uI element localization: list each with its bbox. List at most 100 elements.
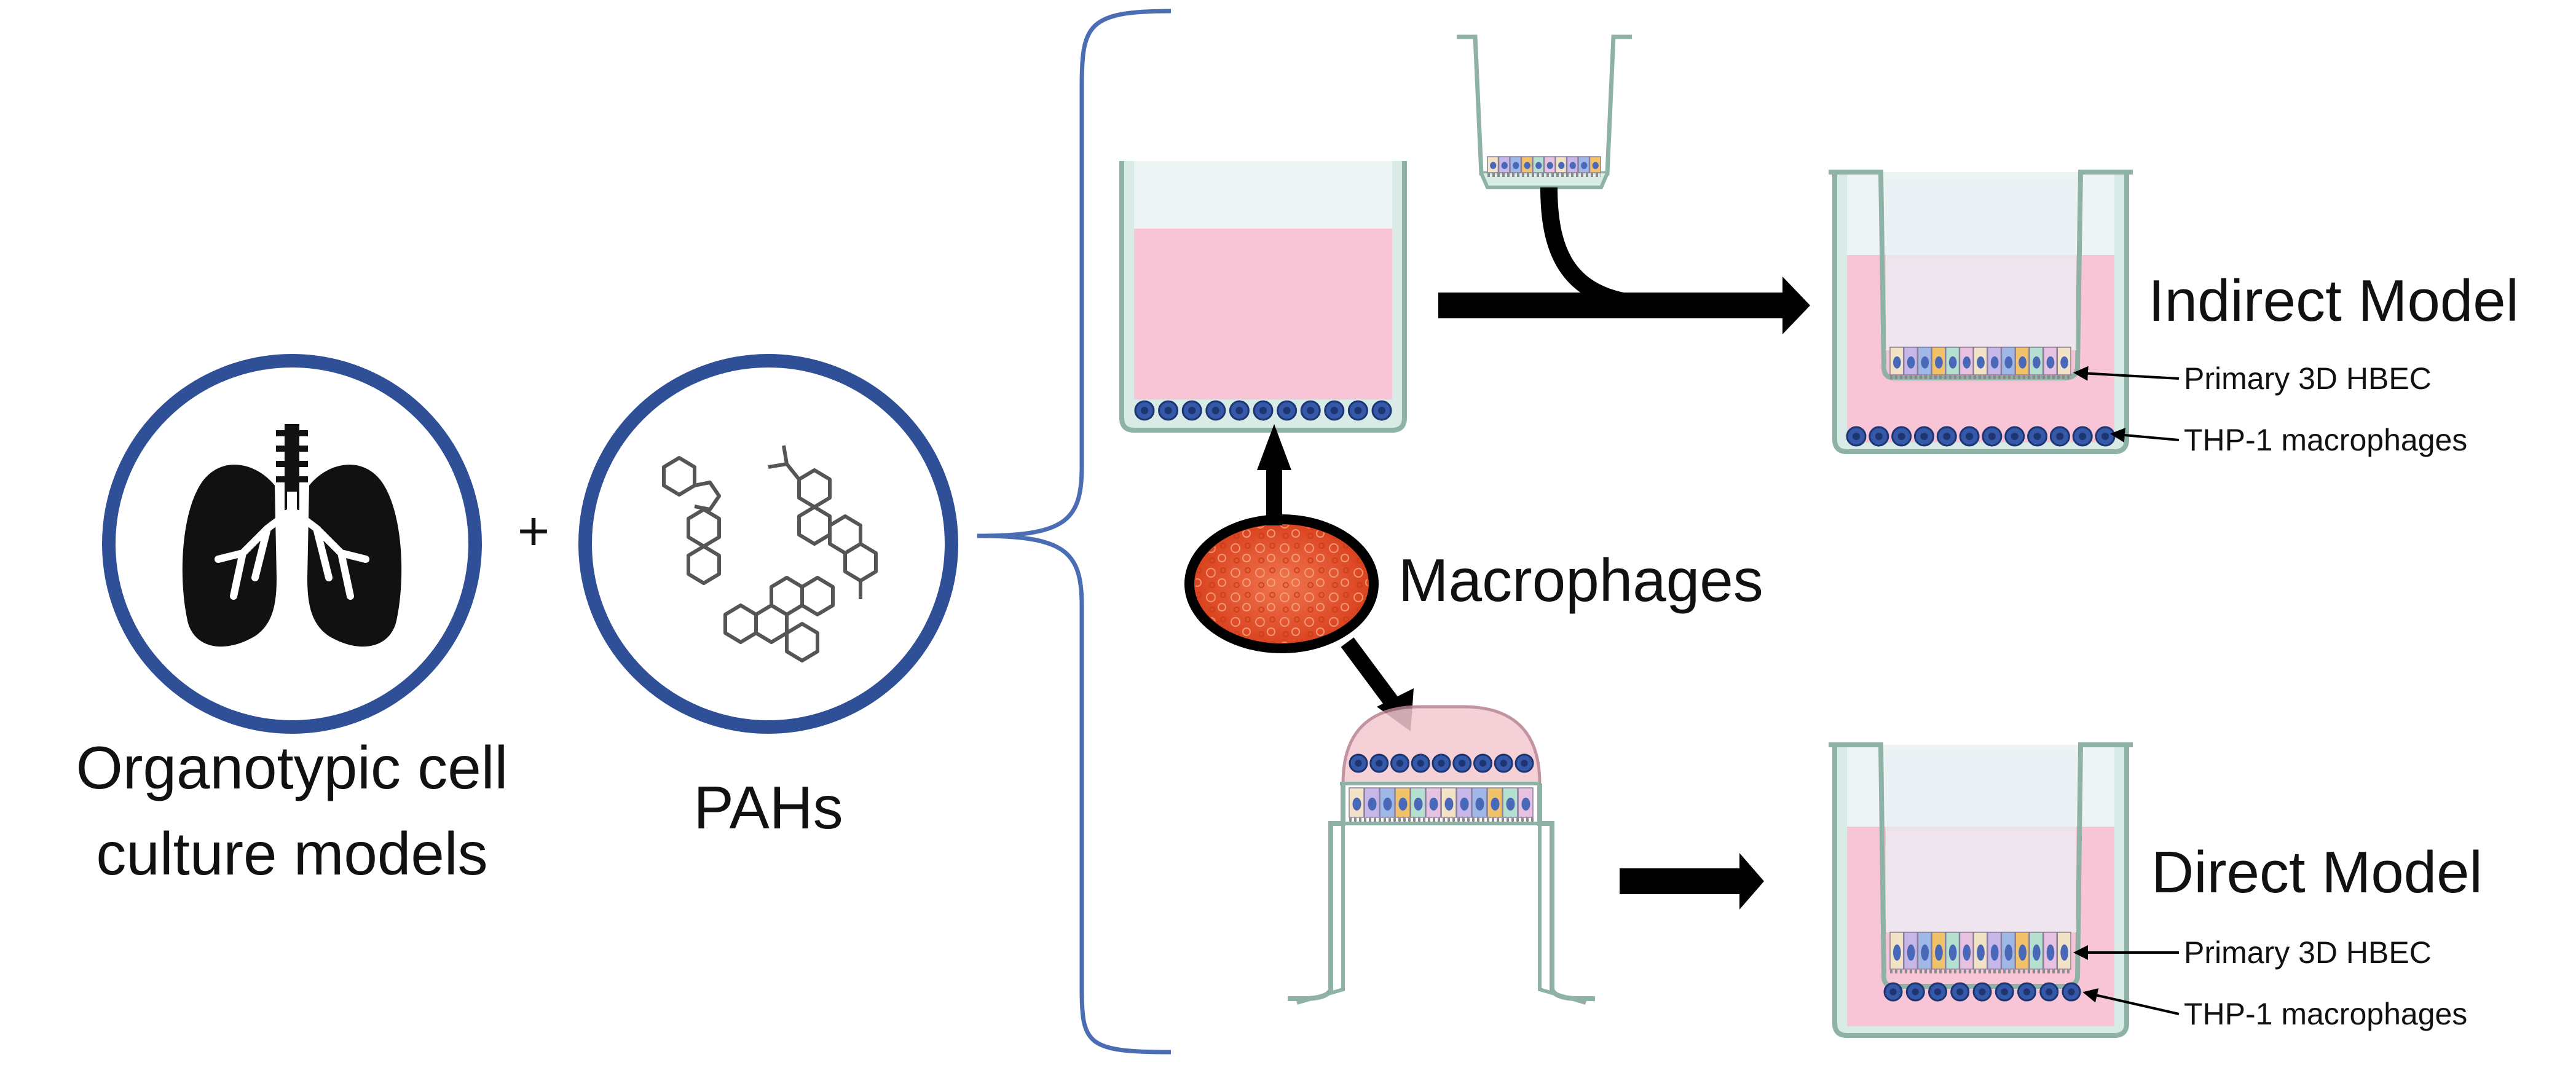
- indirect-model-well: [1829, 170, 2133, 454]
- plus-sign: +: [518, 501, 550, 562]
- cell-nucleus: [1521, 760, 1528, 767]
- organotypic-label-line1: Organotypic cell: [76, 734, 508, 801]
- cell-nucleus: [1920, 433, 1928, 440]
- cell-nucleus: [1414, 797, 1423, 811]
- hbec-cell-layer-inverted: [1349, 787, 1534, 822]
- cell-nucleus: [1506, 797, 1515, 811]
- cell-nucleus: [1921, 356, 1929, 369]
- indirect-hbec-layer: [1889, 347, 2071, 379]
- cell-nucleus: [2046, 356, 2055, 369]
- cell-nucleus: [1307, 407, 1315, 414]
- macrophage-cell-layer-inverted: [1349, 753, 1534, 773]
- cell-nucleus: [1500, 760, 1507, 767]
- cell-nucleus: [1438, 760, 1445, 767]
- cell-nucleus: [1912, 988, 1919, 996]
- cell-nucleus: [1444, 797, 1454, 811]
- macrophage-culture-well: [1119, 161, 1407, 433]
- indirect-thp1-layer: [1846, 426, 2116, 447]
- cell-nucleus: [1546, 162, 1553, 170]
- indirect-hbec-label: Primary 3D HBEC: [2184, 361, 2432, 396]
- cell-nucleus: [1354, 407, 1362, 414]
- arrow-to-direct: [1620, 853, 1764, 910]
- cell-nucleus: [2004, 356, 2013, 369]
- transwell-insert-top: [1457, 34, 1632, 189]
- cell-nucleus: [1988, 433, 1996, 440]
- cell-nucleus: [2004, 944, 2013, 961]
- lungs-circle: [102, 354, 482, 734]
- cell-nucleus: [1490, 162, 1497, 170]
- cell-nucleus: [1907, 944, 1915, 961]
- indirect-thp1-label: THP-1 macrophages: [2184, 423, 2468, 457]
- cell-nucleus: [1459, 760, 1466, 767]
- cell-nucleus: [2046, 944, 2055, 961]
- cell-nucleus: [2011, 433, 2019, 440]
- cell-nucleus: [1535, 162, 1542, 170]
- cell-nucleus: [2060, 356, 2069, 369]
- cell-nucleus: [1558, 162, 1565, 170]
- pointer-indirect-hbec: [2073, 366, 2180, 381]
- cell-nucleus: [2032, 356, 2041, 369]
- cell-nucleus: [1352, 797, 1361, 811]
- cell-nucleus: [1935, 944, 1943, 961]
- cell-nucleus: [1943, 433, 1951, 440]
- macrophages-label: Macrophages: [1398, 546, 1763, 614]
- cell-nucleus: [1383, 797, 1392, 811]
- indirect-model-title: Indirect Model: [2148, 268, 2519, 334]
- direct-thp1-layer: [1883, 982, 2081, 1002]
- cell-nucleus: [1378, 407, 1385, 414]
- direct-model-well: [1829, 742, 2133, 1038]
- direct-thp1-label: THP-1 macrophages: [2184, 997, 2468, 1031]
- cell-nucleus: [1141, 407, 1148, 414]
- cell-nucleus: [1211, 407, 1219, 414]
- direct-hbec-layer: [1889, 932, 2071, 973]
- cell-nucleus: [2101, 433, 2109, 440]
- cell-nucleus: [1907, 356, 1915, 369]
- cell-nucleus: [1966, 433, 1974, 440]
- cell-nucleus: [1893, 944, 1901, 961]
- cell-nucleus: [1368, 797, 1377, 811]
- cell-nucleus: [1188, 407, 1196, 414]
- arrow-up-to-well: [1257, 424, 1291, 525]
- inverted-transwell-insert: [1288, 705, 1595, 1005]
- cell-nucleus: [2019, 944, 2027, 961]
- cell-nucleus: [2068, 988, 2075, 996]
- pahs-label: PAHs: [693, 774, 843, 841]
- cell-nucleus: [2079, 433, 2087, 440]
- cell-nucleus: [1979, 988, 1986, 996]
- cell-nucleus: [1235, 407, 1243, 414]
- cell-nucleus: [1479, 760, 1487, 767]
- cell-nucleus: [1875, 433, 1883, 440]
- direct-hbec-label: Primary 3D HBEC: [2184, 935, 2432, 970]
- pointer-direct-thp1: [2082, 988, 2180, 1015]
- pahs-circle: [578, 354, 958, 734]
- epithelial-cell: [1471, 787, 1487, 818]
- cell-nucleus: [1396, 760, 1404, 767]
- insert-merge-curve: [1540, 187, 1625, 310]
- cell-nucleus: [1524, 162, 1530, 170]
- cell-nucleus: [2023, 988, 2031, 996]
- cell-nucleus: [1417, 760, 1424, 767]
- direct-model-title: Direct Model: [2151, 839, 2483, 905]
- cell-nucleus: [1164, 407, 1172, 414]
- cell-nucleus: [2046, 988, 2053, 996]
- macrophage-cell-layer: [1134, 400, 1392, 421]
- cell-nucleus: [1501, 162, 1508, 170]
- cell-nucleus: [1956, 988, 1964, 996]
- macrophages-image: [1184, 514, 1379, 653]
- arrow-to-indirect: [1438, 277, 1810, 334]
- cell-nucleus: [1977, 356, 1985, 369]
- cell-nucleus: [2056, 433, 2064, 440]
- lungs-icon: [182, 424, 402, 647]
- cell-nucleus: [2033, 433, 2041, 440]
- cell-nucleus: [1963, 944, 1971, 961]
- cell-nucleus: [1592, 162, 1599, 170]
- cell-nucleus: [1513, 162, 1519, 170]
- cell-nucleus: [1330, 407, 1338, 414]
- cell-nucleus: [1475, 797, 1484, 811]
- cell-nucleus: [1897, 433, 1905, 440]
- cell-nucleus: [1355, 760, 1362, 767]
- cell-nucleus: [1491, 797, 1500, 811]
- hbec-cell-layer: [1487, 156, 1601, 177]
